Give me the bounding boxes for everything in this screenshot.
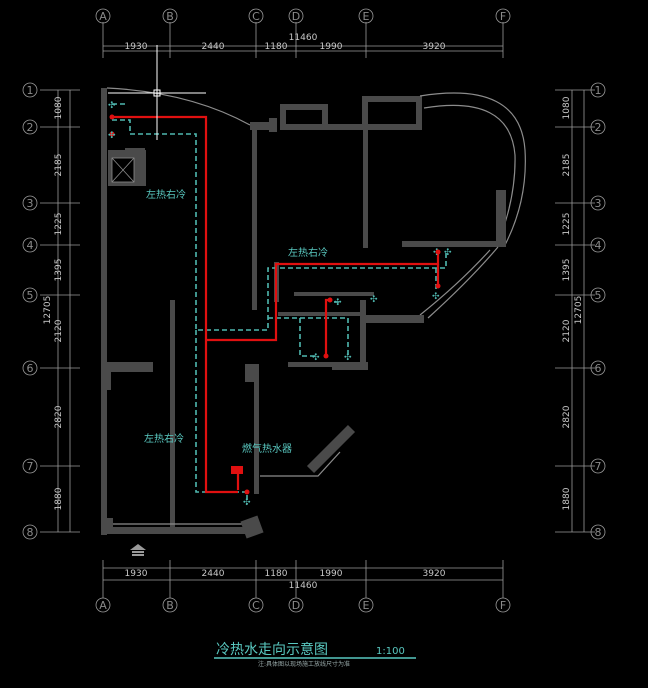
grid-row-5-left: 5 — [27, 289, 34, 302]
top-grid-bubbles: A B C D E F — [95, 8, 511, 24]
svg-text:✣: ✣ — [334, 298, 342, 308]
grid-row-3-right: 3 — [595, 197, 602, 210]
grid-col-c-bottom: C — [252, 599, 260, 612]
grid-col-e-bottom: E — [363, 599, 370, 612]
room-label-top-left: 左热右冷 — [146, 188, 186, 201]
room-label-bottom-left: 左热右冷 — [144, 432, 184, 445]
grid-col-d-top: D — [292, 10, 300, 23]
grid-row-3-left: 3 — [27, 197, 34, 210]
pipe-fixture-icons: ✣ ✣ ✣ ✣ ✣ ✣ ✣ ✣ ✣ ✣ — [108, 101, 452, 508]
dim-bottom-3: 1180 — [265, 569, 288, 579]
dim-left-6: 2820 — [54, 405, 64, 428]
grid-row-5-right: 5 — [595, 289, 602, 302]
grid-row-6-right: 6 — [595, 362, 602, 375]
grid-col-b-bottom: B — [166, 599, 174, 612]
svg-text:✣: ✣ — [432, 292, 440, 302]
grid-row-4-right: 4 — [595, 239, 602, 252]
dim-left-3: 1225 — [54, 213, 64, 236]
dim-right-total: 12705 — [574, 296, 584, 325]
grid-col-a-top: A — [99, 10, 107, 23]
grid-row-6-left: 6 — [27, 362, 34, 375]
dim-top-2: 2440 — [202, 42, 225, 52]
dim-total-top: 11460 — [289, 33, 318, 43]
dim-left-2: 2185 — [54, 154, 64, 177]
svg-text:✣: ✣ — [312, 353, 320, 363]
dim-right-5: 2120 — [562, 319, 572, 342]
grid-col-a-bottom: A — [99, 599, 107, 612]
grid-row-8-left: 8 — [27, 526, 34, 539]
drawing-note: 注:具体图以现场施工放线尺寸为准 — [258, 660, 350, 668]
dim-top-5: 3920 — [423, 42, 446, 52]
grid-col-f-top: F — [500, 10, 506, 23]
dim-top-1: 1930 — [125, 42, 148, 52]
top-dimensions: 11460 1930 2440 1180 1990 3920 — [102, 22, 504, 58]
drawing-title: 冷热水走向示意图 — [216, 641, 328, 658]
dim-bottom-1: 1930 — [125, 569, 148, 579]
right-grid-bubbles: 1 2 3 4 5 6 7 8 — [590, 82, 606, 540]
walls — [101, 87, 526, 539]
grid-row-2-right: 2 — [595, 121, 602, 134]
grid-row-7-right: 7 — [595, 460, 602, 473]
svg-text:✣: ✣ — [108, 101, 116, 111]
left-grid-bubbles: 1 2 3 4 5 6 7 8 — [22, 82, 38, 540]
grid-row-2-left: 2 — [27, 121, 34, 134]
dim-left-total: 12705 — [43, 296, 53, 325]
grid-row-7-left: 7 — [27, 460, 34, 473]
dim-right-3: 1225 — [562, 213, 572, 236]
svg-text:✣: ✣ — [344, 353, 352, 363]
bottom-grid-bubbles: A B C D E F — [95, 597, 511, 613]
grid-col-c-top: C — [252, 10, 260, 23]
entrance-arrow-icon — [130, 544, 146, 556]
grid-col-d-bottom: D — [292, 599, 300, 612]
right-dimensions: 1080 2185 1225 1395 2120 2820 1880 12705 — [555, 89, 595, 533]
dim-top-4: 1990 — [320, 42, 343, 52]
dim-right-6: 2820 — [562, 405, 572, 428]
drawing-scale: 1:100 — [376, 646, 405, 657]
dim-left-1: 1080 — [54, 96, 64, 119]
grid-row-1-left: 1 — [27, 84, 34, 97]
dim-top-3: 1180 — [265, 42, 288, 52]
dim-total-bottom: 11460 — [289, 581, 318, 591]
left-dimensions: 1080 2185 1225 1395 2120 2820 1880 12705 — [40, 89, 80, 533]
water-heater-label: 燃气热水器 — [242, 442, 292, 455]
grid-col-b-top: B — [166, 10, 174, 23]
dim-left-4: 1395 — [54, 259, 64, 282]
dim-right-4: 1395 — [562, 259, 572, 282]
dim-left-5: 2120 — [54, 319, 64, 342]
dim-bottom-2: 2440 — [202, 569, 225, 579]
svg-text:✣: ✣ — [444, 248, 452, 258]
grid-col-e-top: E — [363, 10, 370, 23]
grid-row-8-right: 8 — [595, 526, 602, 539]
dim-bottom-4: 1990 — [320, 569, 343, 579]
dim-right-2: 2185 — [562, 154, 572, 177]
dim-right-1: 1080 — [562, 96, 572, 119]
grid-col-f-bottom: F — [500, 599, 506, 612]
svg-text:✣: ✣ — [370, 295, 378, 305]
grid-row-4-left: 4 — [27, 239, 34, 252]
dim-right-7: 1880 — [562, 487, 572, 510]
svg-text:✣: ✣ — [243, 498, 251, 508]
grid-row-1-right: 1 — [595, 84, 602, 97]
bottom-dimensions: 1930 2440 1180 1990 3920 11460 — [102, 560, 504, 598]
svg-text:✣: ✣ — [108, 131, 116, 141]
dim-left-7: 1880 — [54, 487, 64, 510]
crosshair-cursor-icon — [108, 45, 206, 140]
dim-bottom-5: 3920 — [423, 569, 446, 579]
room-label-center: 左热右冷 — [288, 246, 328, 259]
